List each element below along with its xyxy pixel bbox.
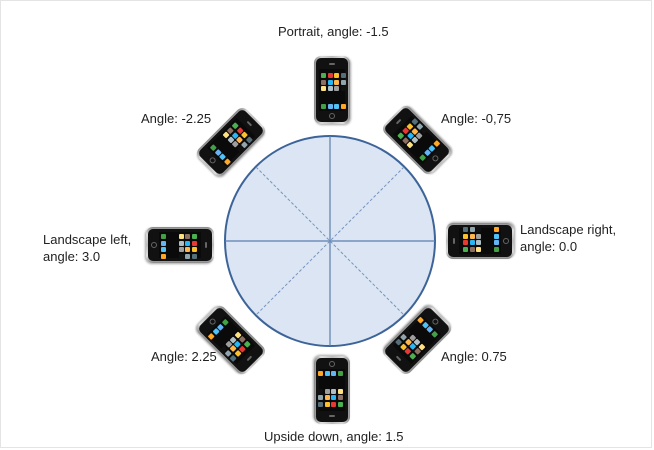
app-icon: [321, 79, 326, 85]
app-icon: [318, 389, 324, 394]
phone-landscape-right: [446, 223, 514, 259]
app-icon: [340, 79, 346, 85]
dock-icon: [221, 318, 229, 326]
app-icon: [334, 79, 339, 85]
dock-icon: [161, 234, 166, 239]
label-angle-0-75: Angle: 0.75: [441, 349, 507, 364]
app-icon: [469, 234, 475, 239]
app-icon: [318, 395, 324, 401]
dock-icon: [494, 227, 499, 233]
app-icon: [179, 253, 184, 259]
app-icon: [325, 389, 330, 394]
app-icon: [245, 135, 253, 144]
app-icon: [338, 402, 343, 407]
app-icon: [334, 73, 339, 78]
app-icon: [179, 240, 184, 246]
app-icon: [185, 234, 191, 239]
label-landscape-left: Landscape left, angle: 3.0: [43, 232, 132, 264]
app-icon: [476, 240, 481, 246]
app-icon: [192, 247, 197, 252]
app-icon: [469, 240, 475, 246]
dock-icon: [327, 104, 333, 109]
app-icon: [409, 352, 417, 360]
app-icon: [321, 86, 326, 91]
label-landscape-right: Landscape right, angle: 0.0: [520, 222, 617, 254]
app-icon: [325, 395, 330, 401]
app-icon: [340, 73, 346, 78]
dock-icon: [431, 330, 439, 338]
app-icon: [463, 227, 468, 233]
phone-upside-down: [314, 356, 350, 424]
app-icon: [406, 141, 414, 149]
dock-icon: [338, 371, 343, 376]
app-icon: [185, 240, 191, 246]
label-angle-neg-0-75: Angle: -0,75: [441, 111, 512, 126]
dock-icon: [340, 104, 346, 109]
phone-landscape-left: [146, 227, 214, 263]
app-icon: [469, 227, 475, 233]
app-icon: [463, 240, 468, 246]
app-icon: [331, 395, 337, 401]
dock-icon: [494, 240, 499, 246]
app-icon: [476, 247, 481, 252]
app-icon: [192, 234, 197, 239]
dock-icon: [494, 247, 499, 252]
app-icon: [185, 253, 191, 259]
dock-icon: [161, 240, 166, 246]
label-angle-2-25: Angle: 2.25: [151, 349, 217, 364]
dock-icon: [331, 371, 337, 376]
app-icon: [179, 234, 184, 239]
app-icon: [334, 86, 339, 91]
dock-icon: [161, 247, 166, 252]
app-icon: [463, 247, 468, 252]
label-portrait: Portrait, angle: -1.5: [278, 24, 389, 39]
app-icon: [325, 402, 330, 407]
app-icon: [340, 86, 346, 91]
dock-icon: [161, 253, 166, 259]
label-angle-neg-2-25: Angle: -2.25: [141, 111, 212, 126]
app-icon: [469, 247, 475, 252]
app-icon: [463, 234, 468, 239]
app-icon: [243, 340, 251, 348]
app-icon: [338, 395, 343, 401]
app-icon: [327, 86, 333, 91]
dock-icon: [325, 371, 330, 376]
dock-icon: [318, 371, 324, 376]
dock-icon: [419, 154, 427, 162]
phone-portrait: [314, 56, 350, 124]
dock-icon: [223, 157, 231, 165]
dock-icon: [321, 104, 326, 109]
dock-icon: [494, 234, 499, 239]
app-icon: [318, 402, 324, 407]
app-icon: [192, 253, 197, 259]
label-upside-down: Upside down, angle: 1.5: [264, 429, 404, 444]
app-icon: [331, 402, 337, 407]
app-icon: [331, 389, 337, 394]
app-icon: [192, 240, 197, 246]
dock-icon: [334, 104, 339, 109]
app-icon: [476, 227, 481, 233]
app-icon: [476, 234, 481, 239]
app-icon: [321, 73, 326, 78]
app-icon: [338, 389, 343, 394]
app-icon: [185, 247, 191, 252]
app-icon: [327, 73, 333, 78]
app-icon: [179, 247, 184, 252]
app-icon: [327, 79, 333, 85]
